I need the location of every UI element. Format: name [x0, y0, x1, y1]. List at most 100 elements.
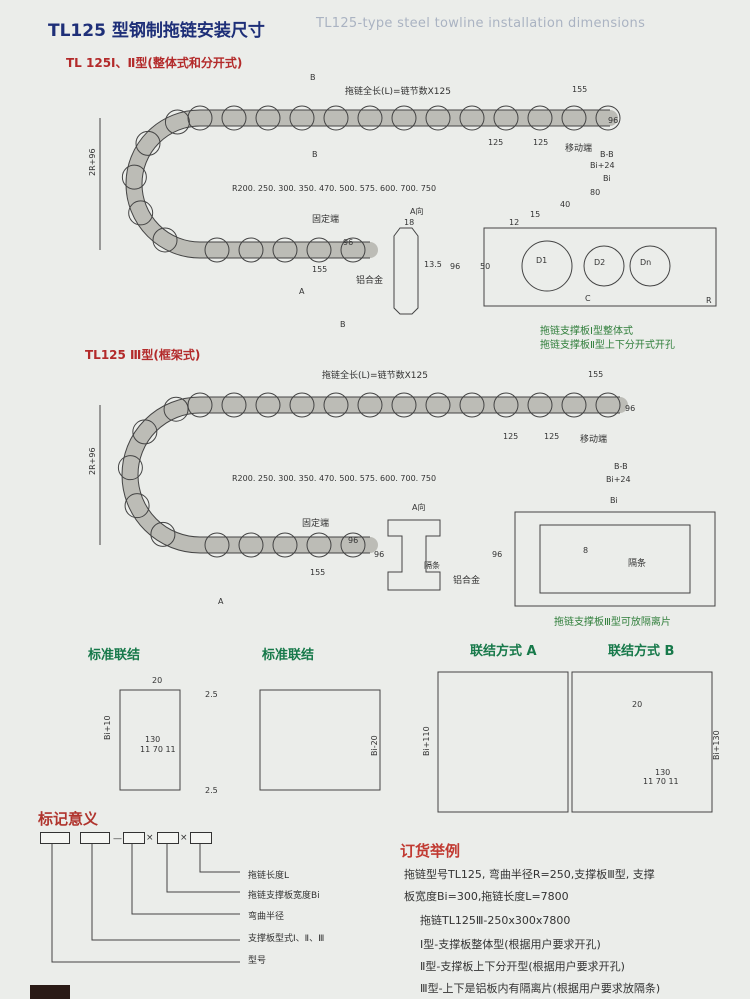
conn-d130-right: 130 [655, 768, 671, 777]
s1-height-label: 2R+96 [88, 148, 97, 176]
s2-alloy: 铝合金 [453, 576, 481, 586]
s1-chain-link [323, 105, 349, 131]
s1-d18: 18 [404, 218, 415, 227]
s2-chain-outline-outer [121, 396, 620, 554]
s1-bi24: Bi+24 [590, 161, 615, 170]
mark-x1: × [146, 833, 154, 843]
s1-d2: D2 [594, 258, 606, 267]
s2-chain-link [238, 532, 264, 558]
s1-note2: 拖链支撑板Ⅱ型上下分开式开孔 [540, 340, 675, 351]
s1-d15: 15 [530, 210, 541, 219]
conn-a-frame [437, 671, 569, 813]
conn-d25a: 2.5 [205, 690, 218, 699]
s1-d96b: 96 [343, 238, 354, 247]
s2-radius-label: R200. 250. 300. 350. 470. 500. 575. 600.… [232, 474, 437, 483]
section1-title: TL 125Ⅰ、Ⅱ型(整体式和分开式) [66, 56, 243, 70]
s2-chain-link [163, 396, 189, 422]
s2-moving-end: 移动端 [580, 435, 608, 445]
s1-chain-link [459, 105, 485, 131]
mark-x2: × [180, 833, 188, 843]
s2-chain-link [306, 532, 332, 558]
s2-dim-125b: 125 [544, 432, 560, 441]
s2-d155b: 155 [310, 568, 326, 577]
s2-chain-link [459, 392, 485, 418]
s2-dim-96: 96 [625, 404, 636, 413]
logo-mark [30, 985, 70, 999]
mark-box-3 [123, 832, 145, 844]
s1-d155b: 155 [312, 265, 328, 274]
s1-b-mid: B [312, 150, 318, 159]
s1-chain-outline-outer [125, 109, 610, 259]
order-line-4: Ⅰ型-支撑板整体型(根据用户要求开孔) [420, 938, 601, 951]
conn-d20b: 20 [632, 700, 643, 709]
s1-dim-125a: 125 [488, 138, 504, 147]
s2-chain-link [255, 392, 281, 418]
s2-length-label: 拖链全长(L)=链节数X125 [322, 371, 428, 381]
s1-radius-label: R200. 250. 300. 350. 470. 500. 575. 600.… [232, 184, 437, 193]
conn-bi110: Bi+110 [422, 726, 431, 756]
s1-dim-155: 155 [572, 85, 588, 94]
mark-item-4: 支撑板型式Ⅰ、Ⅱ、Ⅲ [248, 934, 325, 944]
order-line-3: 拖链TL125Ⅲ-250x300x7800 [420, 914, 571, 927]
s2-d8: 8 [583, 546, 589, 555]
mark-item-1: 拖链长度L [248, 871, 290, 881]
s1-chain-link [527, 105, 553, 131]
s1-b-bottom: B [340, 320, 346, 329]
s2-chain-link [561, 392, 587, 418]
conn-d130-left: 130 [145, 735, 161, 744]
s2-i-plate [387, 519, 441, 591]
s2-chain-link [132, 419, 158, 445]
s1-length-label: 拖链全长(L)=链节数X125 [345, 87, 451, 97]
conn-mode-a: 联结方式 A [470, 644, 537, 659]
order-line-2: 板宽度Bi=300,拖链长度L=7800 [404, 890, 569, 903]
s2-height-label: 2R+96 [88, 447, 97, 475]
s1-chain-link [272, 237, 298, 263]
s2-note: 拖链支撑板Ⅲ型可放隔离片 [554, 617, 671, 628]
mark-item-3: 弯曲半径 [248, 912, 285, 922]
marking-title: 标记意义 [38, 810, 99, 828]
page-subtitle: TL125-type steel towline installation di… [316, 16, 646, 31]
s2-d96c: 96 [374, 550, 385, 559]
s1-c: C [585, 294, 591, 303]
s1-chain-link [135, 130, 161, 156]
s2-chain-link [221, 392, 247, 418]
s1-moving-end: 移动端 [565, 144, 593, 154]
s1-a-dir: A向 [410, 207, 424, 216]
s1-fixed-end: 固定端 [312, 215, 340, 225]
s2-chain-link [595, 392, 621, 418]
s1-chain-outline-inner [141, 125, 610, 243]
s2-dim-125a: 125 [503, 432, 519, 441]
conn-d25b: 2.5 [205, 786, 218, 795]
s1-chain-link [561, 105, 587, 131]
s2-d96: 96 [492, 550, 503, 559]
s1-dn: Dn [640, 258, 652, 267]
s1-d80: 80 [590, 188, 601, 197]
s2-bi: Bi [610, 496, 618, 505]
mark-box-1 [40, 832, 70, 844]
conn-bi130: Bi+130 [712, 730, 721, 760]
s1-chain-link [340, 237, 366, 263]
s1-bi: Bi [603, 174, 611, 183]
s1-b-top: B [310, 73, 316, 82]
conn-mode-b: 联结方式 B [608, 644, 675, 659]
s1-chain-link [238, 237, 264, 263]
s2-chain-link [357, 392, 383, 418]
mark-item-2: 拖链支撑板宽度Bi [248, 891, 320, 901]
s1-chain-link [187, 105, 213, 131]
s1-d12: 12 [509, 218, 520, 227]
s2-chain-link [493, 392, 519, 418]
s2-chain-link [289, 392, 315, 418]
order-line-1: 拖链型号TL125, 弯曲半径R=250,支撑板Ⅲ型, 支撑 [404, 868, 655, 881]
conn-std2: 标准联结 [262, 648, 315, 663]
order-title: 订货举例 [400, 842, 461, 860]
s1-chain-link [204, 237, 230, 263]
s2-chain-link [124, 493, 150, 519]
s1-chain-link [128, 200, 154, 226]
s1-d1: D1 [536, 256, 548, 265]
mark-box-2 [80, 832, 110, 844]
s2-chain-link [204, 532, 230, 558]
mark-item-5: 型号 [248, 956, 267, 966]
s1-dim-96: 96 [608, 116, 619, 125]
s1-hole-d2 [583, 245, 625, 287]
